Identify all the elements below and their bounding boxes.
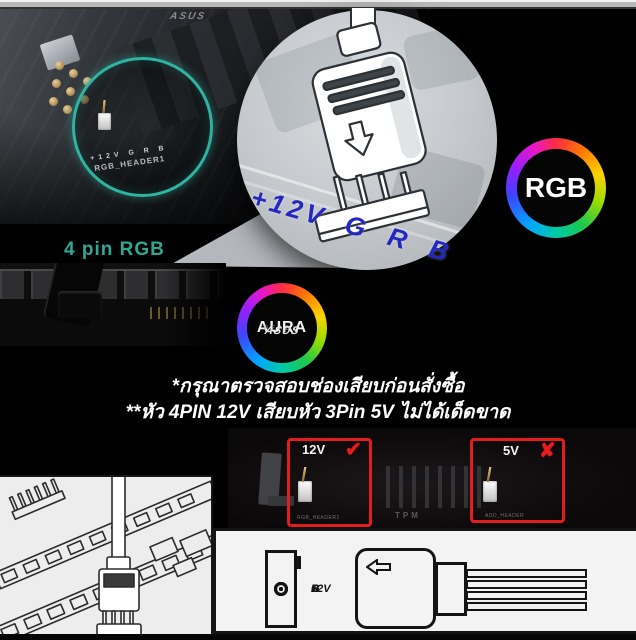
bad-header-box: 5V ✘ ADD_HEADER bbox=[470, 438, 565, 523]
wire-line bbox=[466, 602, 587, 611]
motherboard-line-drawing bbox=[0, 475, 213, 635]
motherboard-edge-photo bbox=[0, 263, 226, 346]
pin-hole bbox=[274, 582, 288, 596]
wire-line bbox=[466, 569, 587, 578]
compare-banner-photo: TPM 12V ✔ RGB_HEADER1 5V ✘ ADD_HEADER bbox=[228, 428, 636, 528]
bracket-foot bbox=[268, 496, 294, 506]
pin-labels: 12V G R B bbox=[311, 550, 341, 628]
pin-socket-block bbox=[265, 550, 297, 628]
rgb-logo-text: RGB bbox=[524, 172, 588, 203]
left-arrow-icon bbox=[366, 559, 391, 575]
good-voltage-label: 12V bbox=[302, 442, 326, 457]
edge-fade bbox=[0, 263, 226, 346]
top-border-strip bbox=[0, 0, 636, 9]
pin-label-b: B bbox=[311, 583, 319, 595]
pinout-diagram-panel: 12V G R B bbox=[213, 528, 636, 634]
wire-line bbox=[466, 580, 587, 589]
warning-line-2: **หัว 4PIN 12V เสียบหัว 3Pin 5V ไม่ได้เด… bbox=[125, 402, 511, 423]
check-icon: ✔ bbox=[345, 439, 362, 461]
bad-header-name: ADD_HEADER bbox=[485, 513, 525, 519]
rgb-logo: RGB bbox=[506, 138, 606, 238]
cross-icon: ✘ bbox=[539, 440, 556, 462]
asus-brand-logo: ASUS bbox=[263, 324, 301, 337]
pin-label-g: G bbox=[311, 583, 320, 595]
connector-illustration bbox=[311, 21, 431, 243]
caption-4pin-rgb: 4 pin RGB bbox=[64, 239, 165, 260]
aura-title: AURA bbox=[256, 319, 308, 336]
pin-label-r: R bbox=[311, 583, 319, 595]
bottom-border-strip bbox=[0, 634, 636, 640]
connector-tab bbox=[435, 562, 467, 616]
connector-plug-outline bbox=[355, 548, 436, 629]
aura-subtitle: READY bbox=[264, 325, 300, 332]
teal-callout-ring bbox=[72, 57, 213, 197]
good-header-name: RGB_HEADER1 bbox=[297, 515, 340, 521]
aura-ready-logo: AURA READY ASUS bbox=[237, 283, 327, 373]
down-arrow-icon bbox=[344, 120, 374, 157]
header-pin-cell bbox=[98, 99, 111, 130]
rgb-header-4pin bbox=[98, 99, 160, 147]
warning-line-1: *กรุณาตรวจสอบช่องเสียบก่อนสั่งซื้อ bbox=[171, 376, 465, 397]
key-nub bbox=[297, 556, 301, 569]
pin-label-12v: 12V bbox=[311, 583, 331, 595]
tpm-label: TPM bbox=[395, 511, 421, 520]
bad-voltage-label: 5V bbox=[503, 443, 519, 458]
wire-line bbox=[466, 591, 587, 600]
good-header-box: 12V ✔ RGB_HEADER1 bbox=[287, 438, 372, 527]
tpm-pin-header bbox=[386, 466, 482, 508]
